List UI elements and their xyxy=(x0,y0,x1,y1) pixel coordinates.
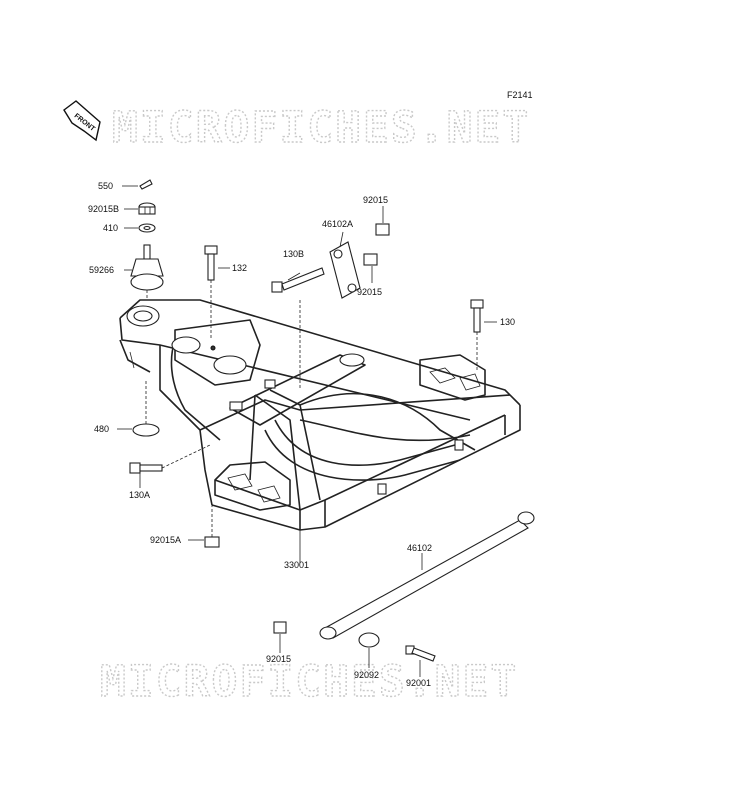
bolt-92001-icon xyxy=(405,645,436,662)
label-92015-bottom: 92015 xyxy=(266,654,291,664)
nut-92015-mid-icon xyxy=(363,253,378,266)
nut-92015-top-icon xyxy=(375,223,390,236)
label-92015-mid: 92015 xyxy=(357,287,382,297)
label-480: 480 xyxy=(94,424,109,434)
bolt-132-icon xyxy=(204,245,218,340)
label-33001: 33001 xyxy=(284,560,309,570)
label-92015-top: 92015 xyxy=(363,195,388,205)
bolt-130-icon xyxy=(470,299,484,372)
label-46102: 46102 xyxy=(407,543,432,553)
label-130: 130 xyxy=(500,317,515,327)
figure-code: F2141 xyxy=(507,90,533,100)
label-92015A: 92015A xyxy=(150,535,181,545)
nut-92015A-icon xyxy=(204,505,220,548)
watermark-bottom: MICROFICHES.NET xyxy=(100,657,518,707)
swing-arm-frame xyxy=(119,299,521,531)
label-410: 410 xyxy=(103,223,118,233)
cotter-pin-icon xyxy=(139,179,153,190)
label-130A: 130A xyxy=(129,490,150,500)
front-arrow-icon: FRONT xyxy=(63,100,101,142)
label-92015B: 92015B xyxy=(88,204,119,214)
nut-92015-bottom-icon xyxy=(273,621,287,634)
leader-lines xyxy=(117,185,497,677)
tie-rod-icon xyxy=(319,511,535,640)
castle-nut-icon xyxy=(138,202,156,215)
ball-joint-icon xyxy=(130,244,164,300)
label-132: 132 xyxy=(232,263,247,273)
label-46102A: 46102A xyxy=(322,219,353,229)
label-59266: 59266 xyxy=(89,265,114,275)
watermark-top: MICROFICHES.NET xyxy=(112,103,530,153)
bolt-130B-icon xyxy=(271,267,325,293)
label-550: 550 xyxy=(98,181,113,191)
link-plate-icon xyxy=(299,241,361,390)
bolt-130A-icon xyxy=(129,444,211,474)
label-130B: 130B xyxy=(283,249,304,259)
label-92001: 92001 xyxy=(406,678,431,688)
spacer-icon xyxy=(358,632,380,648)
circlip-icon xyxy=(132,423,160,437)
label-92092: 92092 xyxy=(354,670,379,680)
